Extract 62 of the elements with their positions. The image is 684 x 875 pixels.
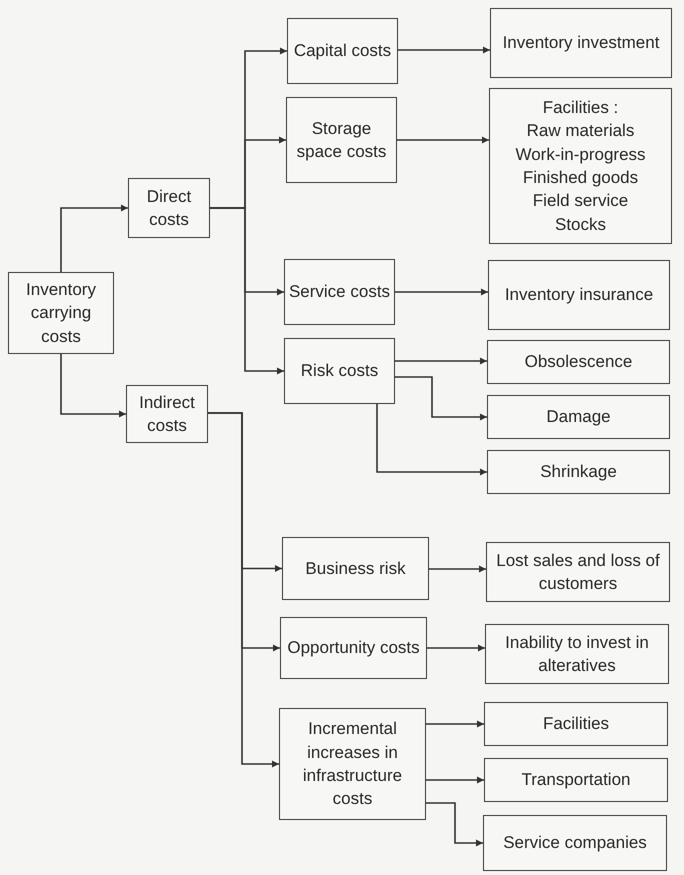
arrow bbox=[395, 358, 487, 364]
category-box bbox=[486, 542, 670, 602]
category-box bbox=[483, 815, 667, 871]
arrow bbox=[60, 204, 128, 272]
box-text: Opportunity costs bbox=[287, 637, 420, 660]
box-text: Inventory investment bbox=[502, 32, 660, 54]
category-box bbox=[280, 617, 427, 679]
box-text: Risk costs bbox=[300, 360, 378, 382]
arrow bbox=[426, 720, 484, 728]
category-box bbox=[487, 450, 670, 494]
category-box bbox=[128, 178, 210, 238]
category-box bbox=[488, 260, 670, 330]
arrow bbox=[398, 46, 490, 54]
category-box bbox=[484, 702, 668, 746]
arrow bbox=[429, 566, 486, 572]
arrow bbox=[208, 412, 279, 768]
category-box bbox=[485, 624, 669, 684]
box-text: Shrinkage bbox=[540, 461, 617, 484]
box-text: Damage bbox=[546, 406, 611, 428]
arrow bbox=[427, 644, 485, 652]
box-text: Incremental increases in infrastructure costs bbox=[302, 718, 404, 810]
arrow bbox=[426, 802, 483, 846]
box-text: Inventory carrying costs bbox=[25, 278, 97, 348]
box-text: Direct costs bbox=[146, 186, 192, 231]
box-text: Field service bbox=[532, 190, 628, 212]
category-box bbox=[489, 88, 672, 244]
category-box bbox=[282, 537, 429, 600]
box-text: Work-in-progress bbox=[515, 144, 646, 166]
box-text: Inventory insurance bbox=[504, 284, 654, 306]
box-text: Storage space costs bbox=[296, 118, 388, 163]
box-text: Finished goods bbox=[522, 167, 638, 189]
box-text: Stocks bbox=[554, 214, 606, 236]
arrow bbox=[426, 776, 484, 784]
category-box bbox=[8, 272, 114, 354]
box-text: Service companies bbox=[503, 832, 647, 854]
box-text: Facilities bbox=[542, 713, 610, 736]
arrow bbox=[395, 376, 487, 420]
box-text: Transportation bbox=[522, 769, 630, 792]
box-text: Lost sales and loss of customers bbox=[495, 550, 661, 595]
category-box bbox=[284, 259, 395, 325]
category-box bbox=[490, 8, 672, 78]
box-text: Capital costs bbox=[294, 40, 392, 62]
category-box bbox=[287, 18, 398, 84]
box-heading: Facilities : bbox=[542, 96, 618, 119]
arrow bbox=[60, 354, 126, 418]
category-box bbox=[286, 97, 397, 183]
category-box bbox=[484, 758, 668, 802]
category-box bbox=[284, 338, 395, 404]
arrow bbox=[395, 288, 488, 296]
arrow bbox=[210, 207, 284, 374]
box-text: Raw materials bbox=[526, 120, 634, 142]
box-text: Service costs bbox=[288, 281, 390, 304]
category-box bbox=[487, 395, 670, 439]
arrow bbox=[376, 404, 487, 476]
category-box bbox=[487, 340, 670, 384]
arrow bbox=[397, 136, 489, 144]
box-text: Indirect costs bbox=[138, 392, 196, 437]
category-box bbox=[279, 708, 426, 820]
box-text: Inability to invest in alteratives bbox=[504, 632, 650, 677]
category-box bbox=[126, 385, 208, 443]
box-text: Business risk bbox=[305, 558, 406, 580]
box-text: Obsolescence bbox=[524, 351, 632, 374]
